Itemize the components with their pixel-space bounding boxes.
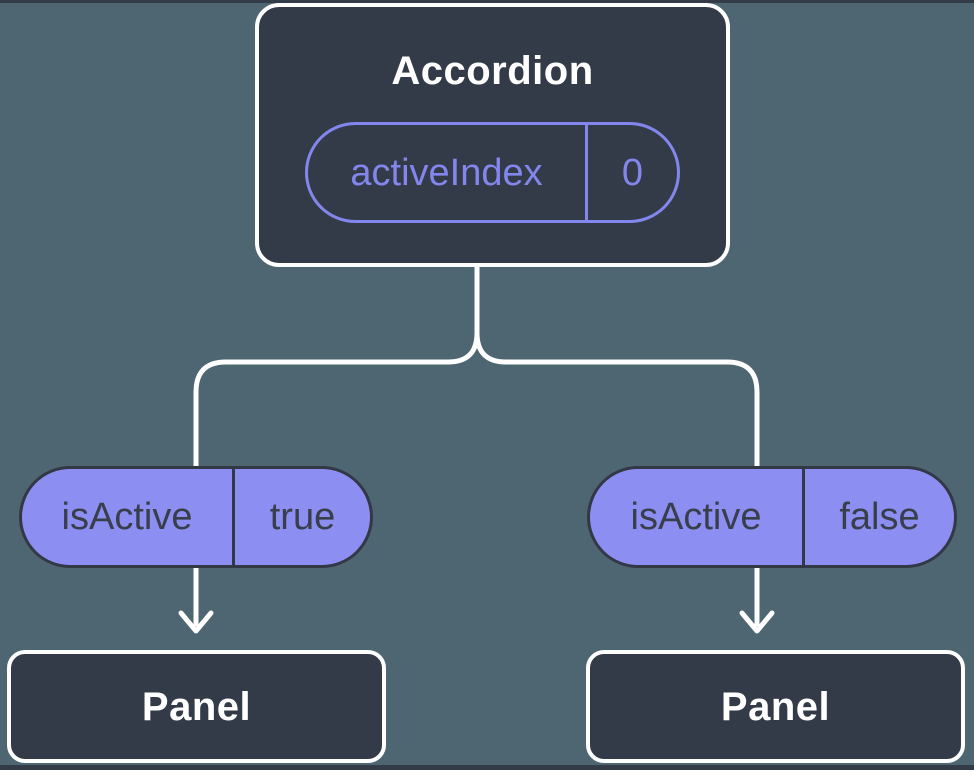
- panel-label: Panel: [141, 684, 252, 729]
- prop-value: 0: [585, 125, 677, 220]
- prop-value: true: [232, 469, 370, 565]
- arrow-left-head-icon: [178, 610, 214, 634]
- panel-label: Panel: [720, 684, 831, 729]
- crop-edge-bottom: [0, 765, 974, 770]
- prop-value: false: [802, 469, 954, 565]
- prop-pill-isactive-right: isActive false: [587, 466, 957, 568]
- prop-pill-activeindex: activeIndex 0: [305, 122, 680, 223]
- prop-name: activeIndex: [350, 151, 543, 194]
- prop-pill-isactive-left: isActive true: [19, 466, 373, 568]
- connector-right-branch: [474, 267, 760, 468]
- node-panel-right: Panel: [586, 650, 965, 763]
- prop-name: isActive: [630, 496, 762, 538]
- node-panel-left: Panel: [7, 650, 386, 763]
- accordion-label: Accordion: [391, 49, 594, 93]
- node-accordion: Accordion activeIndex 0: [255, 3, 730, 267]
- prop-name: isActive: [61, 496, 193, 538]
- arrow-right-head-icon: [739, 610, 775, 634]
- connector-left-branch: [193, 267, 480, 468]
- crop-edge-top: [0, 0, 974, 3]
